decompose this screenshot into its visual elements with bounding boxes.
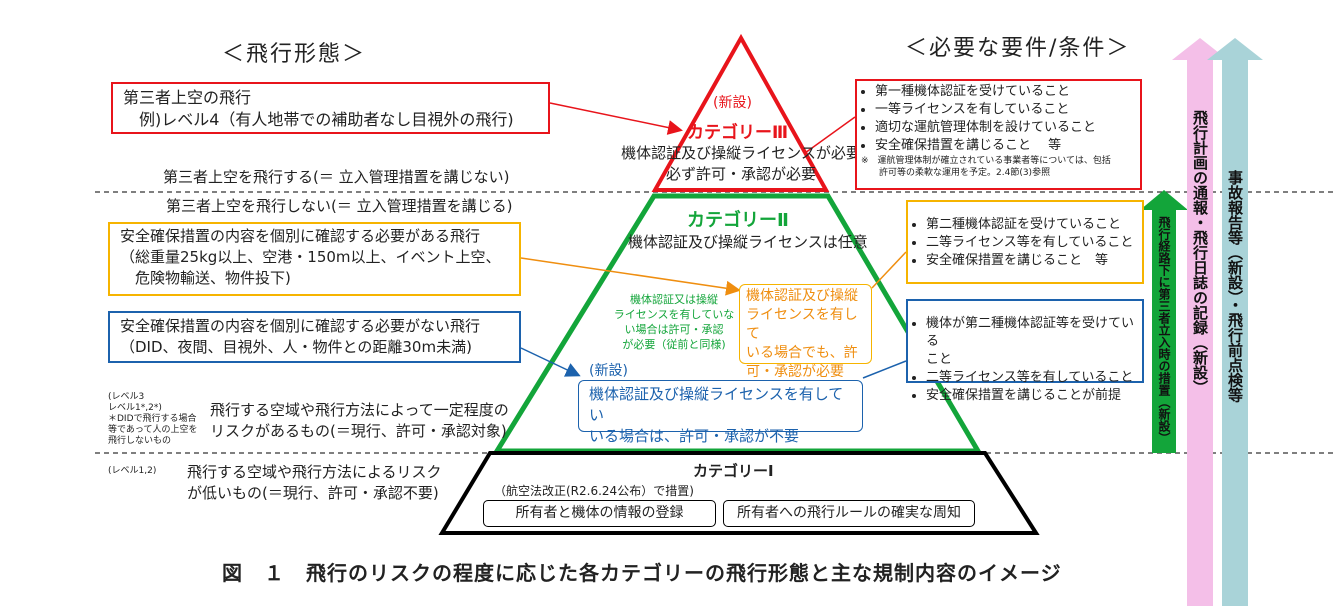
category-3-title: カテゴリーⅢ (687, 123, 789, 143)
no-need-confirm-box: 安全確保措置の内容を個別に確認する必要がない飛行 （DID、夜間、目視外、人・物… (108, 311, 521, 363)
category-3-new-label: (新設) (713, 95, 752, 111)
arrow-noconfirm-to-cat2 (520, 347, 581, 377)
cat3-req-2: 一等ライセンスを有していること (875, 101, 1136, 119)
cat2y-req-2: 二等ライセンス等を有していること (926, 234, 1138, 252)
need-confirm-line-2: （総重量25kg以上、空港・150m以上、イベント上空、 (120, 248, 501, 266)
arrow-cat3-to-requirements (804, 116, 856, 154)
green-arrow (1140, 190, 1188, 453)
level3-note: (レベル3 レベル1*,2*) ＊DIDで飛行する場合 等であって人の上空を 飛… (108, 392, 197, 447)
cat3-req-note-1: ※ 運航管理体制が確立されている事業者等については、包括 (861, 156, 1111, 166)
cat2-orange-1: 機体認証及び操縦 (746, 288, 858, 304)
category-2-description: 機体認証及び操縦ライセンスは任意 (628, 233, 868, 251)
category-2-yellow-requirements-box: 第二種機体認証を受けていること 二等ライセンス等を有していること 安全確保措置を… (906, 200, 1144, 284)
cat2y-req-1: 第二種機体認証を受けていること (926, 216, 1138, 234)
right-header: ＜必要な要件/条件＞ (905, 36, 1131, 61)
over-third-party-label: 第三者上空を飛行する(＝ 立入管理措置を講じない) (163, 168, 510, 186)
category-2-title: カテゴリーⅡ (687, 210, 789, 231)
cat2-orange-4: 可・承認が必要 (746, 364, 844, 380)
arrow-cat2-to-yellow (871, 251, 907, 289)
cat2-green-3: い場合は許可・承認 (624, 323, 724, 336)
category-2-green-text: 機体認証又は操縦 ライセンスを有していな い場合は許可・承認 が必要（従前と同様… (604, 292, 744, 352)
arrow-confirm-to-cat2 (520, 257, 741, 296)
category-3-triangle (651, 33, 830, 192)
category-1-registration: 所有者と機体の情報の登録 (483, 500, 716, 527)
level3-desc-1: 飛行する空域や飛行方法によって一定程度の (210, 401, 509, 419)
level3-desc-2: リスクがあるもの(＝現行、許可・承認対象) (210, 422, 507, 440)
cat2-orange-2: ライセンスを有して (746, 307, 858, 342)
need-confirm-line-3: 危険物輸送、物件投下) (120, 269, 291, 287)
arrow-cat2-to-blue (862, 360, 907, 379)
cat2b-req-3: 安全確保措置を講じることが前提 (926, 387, 1138, 405)
pink-arrow (1172, 38, 1228, 606)
arrow-level4-to-cat3 (549, 102, 683, 135)
green-arrow-label: 飛行経路下に第三者立入時の措置（新設） (1157, 216, 1171, 444)
teal-arrow-label: 事故報告等（新設）・飛行前点検等 (1226, 170, 1244, 403)
cat2-blue-1: 機体認証及び操縦ライセンスを有してい (589, 385, 844, 424)
level12-desc-2: が低いもの(＝現行、許可・承認不要) (187, 484, 439, 502)
category-3-requirements-box: 第一種機体認証を受けていること 一等ライセンスを有していること 適切な運航管理体… (855, 79, 1142, 190)
cat3-req-4: 安全確保措置を講じること 等 (875, 137, 1136, 155)
need-confirm-box: 安全確保措置の内容を個別に確認する必要がある飛行 （総重量25kg以上、空港・1… (108, 222, 521, 296)
category-2-orange-box: 機体認証及び操縦 ライセンスを有して いる場合でも、許 可・承認が必要 (739, 284, 872, 380)
category-2-blue-box: 機体認証及び操縦ライセンスを有してい いる場合は、許可・承認が不要 (578, 380, 863, 445)
category-2-new-label: (新設) (589, 363, 628, 379)
cat2-green-1: 機体認証又は操縦 (630, 293, 718, 306)
need-confirm-line-1: 安全確保措置の内容を個別に確認する必要がある飛行 (120, 227, 481, 245)
category-1-title: カテゴリーⅠ (693, 462, 774, 480)
cat2-green-4: が必要（従前と同様) (622, 338, 726, 351)
category-1-rule-notice: 所有者への飛行ルールの確実な周知 (723, 500, 975, 527)
teal-arrow (1207, 38, 1263, 606)
no-need-confirm-line-1: 安全確保措置の内容を個別に確認する必要がない飛行 (120, 317, 481, 335)
cat2b-req-1b: こと (926, 352, 953, 367)
left-header: ＜飛行形態＞ (222, 42, 367, 67)
level3-note-4: 等であって人の上空を (108, 425, 198, 435)
level4-flight-box: 第三者上空の飛行 例)レベル4（有人地帯での補助者なし目視外の飛行) (111, 82, 550, 134)
cat2-green-2: ライセンスを有していな (613, 308, 735, 321)
category-3-desc-2: 必ず許可・承認が必要 (665, 165, 816, 183)
pink-arrow-label: 飛行計画の通報・飛行日誌の記録（新設） (1191, 110, 1209, 395)
no-need-confirm-line-2: （DID、夜間、目視外、人・物件との距離30m未満) (120, 338, 472, 356)
cat2-orange-3: いる場合でも、許 (746, 345, 858, 361)
figure-caption: 図 １ 飛行のリスクの程度に応じた各カテゴリーの飛行形態と主な規制内容のイメージ (222, 561, 1062, 585)
cat3-req-note-2: 許可等の柔軟な運用を予定。2.4節(3)参照 (861, 168, 1051, 178)
level4-line-1: 第三者上空の飛行 (123, 88, 252, 107)
cat2y-req-3: 安全確保措置を講じること 等 (926, 252, 1138, 270)
level12-desc-1: 飛行する空域や飛行方法によるリスク (187, 463, 442, 481)
category-1-note: （航空法改正(R2.6.24公布）で措置) (494, 484, 694, 498)
category-3-description: 機体認証及び操縦ライセンスが必要 必ず許可・承認が必要 (621, 143, 861, 185)
cat3-req-1: 第一種機体認証を受けていること (875, 83, 1136, 101)
cat2b-req-2: 二等ライセンス等を有していること (926, 369, 1138, 387)
cat3-req-3: 適切な運航管理体制を設けていること (875, 119, 1136, 137)
level3-note-3: ＊DIDで飛行する場合 (108, 414, 197, 424)
cat2-blue-2: いる場合は、許可・承認が不要 (589, 427, 800, 445)
level3-note-2: レベル1*,2*) (108, 403, 162, 413)
level3-note-1: (レベル3 (108, 392, 145, 402)
level3-description: 飛行する空域や飛行方法によって一定程度の リスクがあるもの(＝現行、許可・承認対… (210, 400, 509, 442)
category-3-desc-1: 機体認証及び操縦ライセンスが必要 (621, 144, 861, 162)
not-over-third-party-label: 第三者上空を飛行しない(＝ 立入管理措置を講じる) (166, 197, 513, 215)
level4-line-2: 例)レベル4（有人地帯での補助者なし目視外の飛行) (123, 110, 514, 129)
level3-note-5: 飛行しないもの (108, 436, 172, 446)
level12-description: 飛行する空域や飛行方法によるリスク が低いもの(＝現行、許可・承認不要) (187, 462, 442, 504)
level12-note: (レベル1,2) (108, 466, 157, 476)
